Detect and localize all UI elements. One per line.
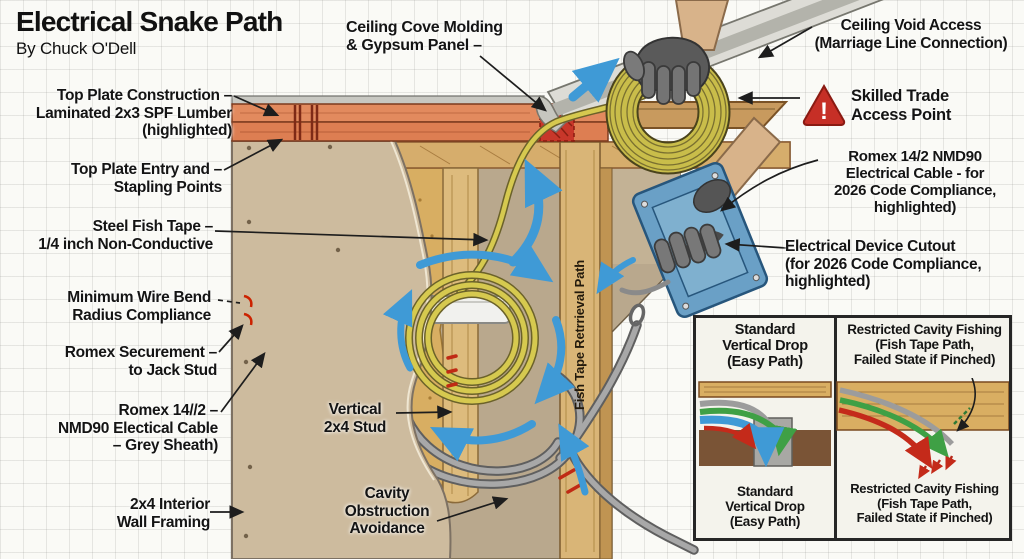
- inset-footer-standard-drop: Standard Vertical Drop (Easy Path): [725, 484, 805, 530]
- warning-triangle-icon: !: [802, 83, 846, 126]
- warning-exclamation: !: [820, 98, 828, 125]
- fish-tape-yellow: [405, 91, 649, 405]
- callout-romex-2026: Romex 14/2 NMD90 Electrical Cable - for …: [833, 148, 997, 216]
- stapling-points: [293, 105, 319, 140]
- bend-radius-marks: [243, 294, 253, 326]
- forearm: [674, 0, 730, 51]
- title-block: Electrical Snake Path By Chuck O'Dell: [16, 6, 283, 59]
- inset-divider: [834, 318, 837, 538]
- inset-footer-restricted-fishing: Restricted Cavity Fishing (Fish Tape Pat…: [850, 481, 999, 526]
- comparison-inset-panel: Standard Vertical Drop (Easy Path) Restr…: [693, 315, 1012, 541]
- callout-ceiling-cove: Ceiling Cove Molding & Gypsum Panel –: [346, 19, 503, 55]
- inset-header-restricted-fishing: Restricted Cavity Fishing (Fish Tape Pat…: [847, 322, 1002, 368]
- mini-restricted-fishing: [836, 378, 1009, 480]
- callout-device-cutout: Electrical Device Cutout (for 2026 Code …: [785, 238, 982, 290]
- callout-cavity-obstruction: Cavity Obstruction Avoidance: [344, 485, 430, 537]
- drywall-screws: [243, 144, 341, 539]
- callout-steel-fish-tape: Steel Fish Tape – 1/4 inch Non-Conductiv…: [38, 218, 213, 253]
- callout-vertical-stud: Vertical 2x4 Stud: [323, 401, 387, 436]
- callout-romex-securement: Romex Securement – to Jack Stud: [64, 344, 218, 379]
- callout-wall-framing: 2x4 Interior Wall Framing: [116, 496, 210, 531]
- callout-romex-grey-sheath: Romex 14//2 – NMD90 Electical Cable – Gr…: [58, 402, 218, 454]
- callout-skilled-trade-access: Skilled Trade Access Point: [851, 87, 952, 124]
- hand-with-fish-tape-coil: [605, 0, 731, 175]
- label-fish-tape-retrieval-path: Fish Tape Retrrieval Path: [572, 259, 587, 411]
- inset-header-standard-drop: Standard Vertical Drop (Easy Path): [722, 322, 808, 371]
- flow-arrows: [382, 57, 636, 496]
- callout-wire-bend-radius: Minimum Wire Bend Radius Compliance: [67, 289, 211, 324]
- mini-standard-drop: [698, 381, 832, 468]
- byline: By Chuck O'Dell: [16, 39, 137, 59]
- leader-lines: [210, 26, 819, 522]
- callout-top-plate-entry: Top Plate Entry and – Stapling Points: [70, 161, 222, 196]
- page-title: Electrical Snake Path: [16, 6, 283, 37]
- callout-ceiling-void-access: Ceiling Void Access (Marriage Line Conne…: [814, 17, 1008, 52]
- callout-top-plate: Top Plate Construction – Laminated 2x3 S…: [35, 87, 232, 139]
- inset-mini-diagrams: [698, 378, 1009, 480]
